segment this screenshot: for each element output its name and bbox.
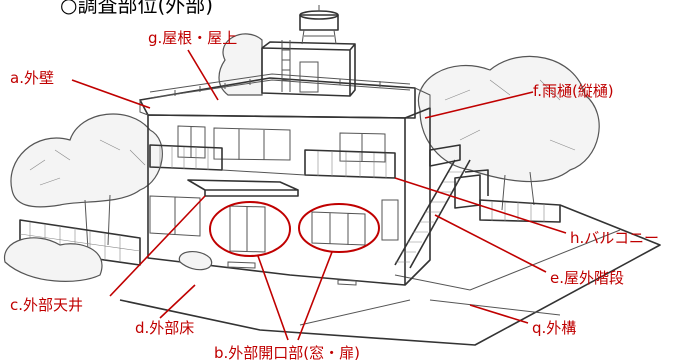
exterior-staircase [394,144,471,269]
leader-openings-1 [257,255,289,341]
building-side-face [404,107,431,286]
tree-right [417,55,600,211]
water-tank [299,5,339,45]
window-1f-right [311,211,366,246]
roof-ladder [281,40,291,92]
fence-right [479,199,561,223]
label-fence: q.外構 [532,319,576,337]
label-wall: a.外壁 [10,69,54,87]
label-balcony: h.バルコニー [570,229,659,247]
leader-floor [159,284,196,319]
building-illustration [4,5,661,346]
site-outline [119,204,661,346]
oval-window [298,203,380,253]
label-gutter: f.雨樋(縦樋) [533,82,614,100]
leader-roof [187,49,219,101]
label-ceiling: c.外部天井 [10,296,83,314]
window-2f-1 [177,125,206,159]
leader-ceiling [109,195,206,297]
drain-grate [227,261,357,286]
callouts: g.屋根・屋上 a.外壁 f.雨樋(縦樋) h.バルコニー e.屋外階段 c.外… [10,29,659,362]
fence-left [4,219,141,282]
driveway-line [299,229,621,326]
oval-entrance [209,201,291,257]
leader-fence [469,304,529,324]
window-1f-side [381,199,399,241]
roof-slab [139,77,416,119]
window-2f-2 [213,127,291,161]
leader-ext-stairs [434,214,547,273]
label-roof: g.屋根・屋上 [148,29,237,47]
diagram-title: ○調査部位(外部) [60,0,213,17]
leader-gutter [424,91,534,119]
leader-wall [71,79,151,109]
shrub-front [178,251,213,271]
label-openings: b.外部開口部(窓・扉) [214,344,360,362]
penthouse [261,41,356,97]
leader-openings-2 [297,251,333,341]
leader-balcony [394,177,567,234]
entrance-door [229,205,266,253]
label-floor: d.外部床 [135,319,194,337]
label-ext-stairs: e.屋外階段 [550,269,624,287]
entrance-canopy [187,179,299,197]
window-1f-left [149,195,201,237]
window-2f-3 [339,132,386,163]
